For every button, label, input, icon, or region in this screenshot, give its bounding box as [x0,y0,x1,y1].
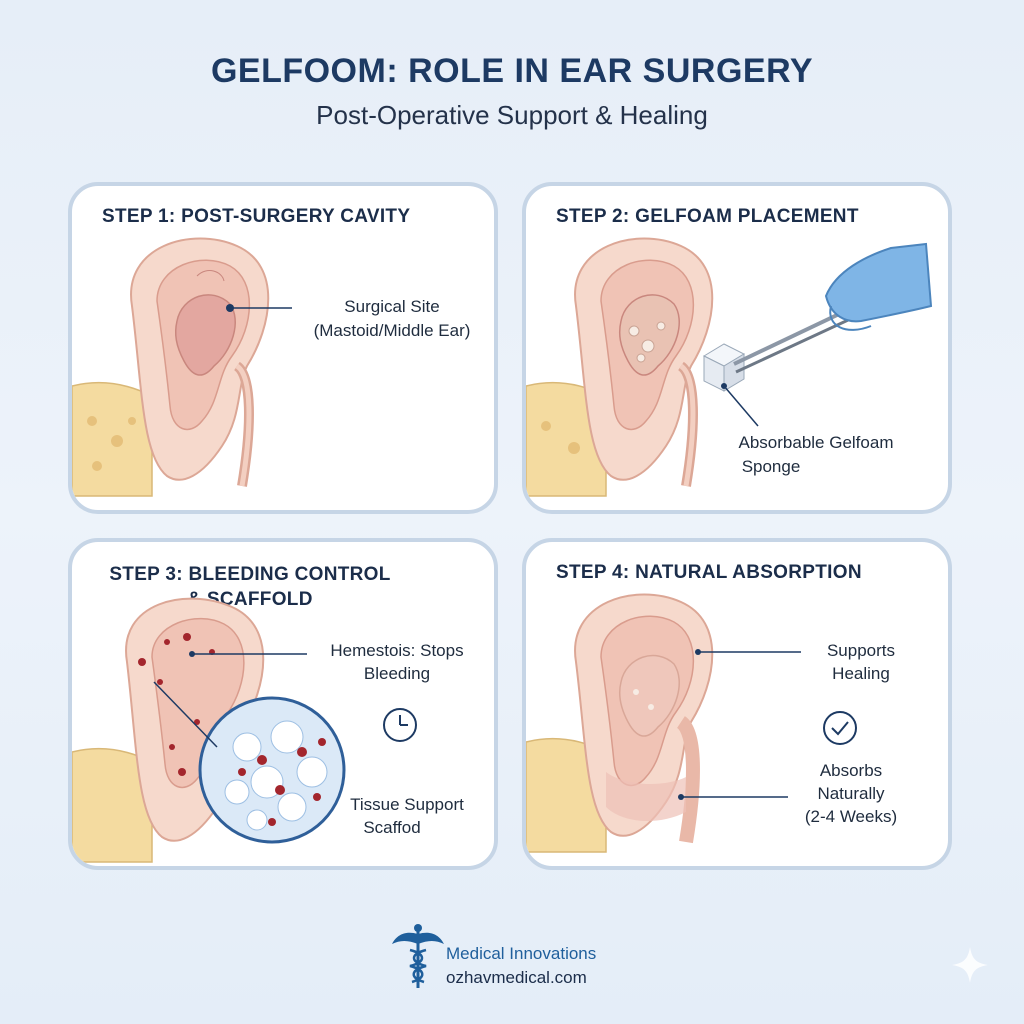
gloved-hand [824,242,933,323]
step-2-panel: STEP 2: GELFOAM PLACEMENT Absorbable Gel… [522,182,952,514]
label-absorbs: Absorbs [819,761,883,780]
healing-tissue [618,654,680,737]
gelfoam-sponge-cube [702,343,746,392]
caduceus-icon [392,924,444,988]
check-circle-icon [823,711,857,745]
step-2-title: STEP 2: GELFOAM PLACEMENT [556,206,859,227]
step-1-ear-illustration [72,237,292,497]
pointer-line [723,385,759,427]
step-1-panel: STEP 1: POST-SURGERY CAVITY Surgical Sit… [68,182,498,514]
label-duration: (2-4 Weeks) [804,807,898,826]
step-4-ear-illustration [526,593,801,853]
step-1-title: STEP 1: POST-SURGERY CAVITY [102,206,411,227]
label-tissue-support: Tissue Support [350,795,464,814]
step-4-title: STEP 4: NATURAL ABSORPTION [556,562,862,583]
step-3-title-line-1: STEP 3: BLEEDING CONTROL [109,564,391,585]
label-sponge: Sponge [741,457,801,476]
step-3-ear-illustration [72,597,346,863]
step-3-panel: STEP 3: BLEEDING CONTROL & SCAFFOLD Heme… [68,538,498,870]
label-scaffold: Scaffod [363,818,421,837]
magnified-scaffold-view [198,696,346,844]
label-bleeding: Bleeding [363,664,431,683]
gelfoam-filled-cavity [618,294,680,376]
clock-icon [383,708,417,742]
footer-organization: Medical Innovations [446,944,597,963]
step-2-ear-illustration [526,237,933,497]
label-surgical-site: Surgical Site [344,297,440,316]
footer-website: ozhavmedical.com [446,968,587,987]
step-4-panel: STEP 4: NATURAL ABSORPTION Supports Heal… [522,538,952,870]
footer-brand: Medical Innovations ozhavmedical.com [390,922,650,992]
label-mastoid-middle-ear: (Mastoid/Middle Ear) [313,321,471,340]
label-supports: Supports [826,641,896,660]
surgical-cavity [174,294,236,376]
sparkle-icon [952,947,988,983]
label-absorbable-gelfoam: Absorbable Gelfoam [738,433,894,452]
page-subtitle: Post-Operative Support & Healing [316,100,708,130]
label-healing: Healing [832,664,890,683]
label-naturally: Naturally [817,784,885,803]
page-title: GELFOOM: ROLE IN EAR SURGERY [210,52,814,90]
label-hemostasis: Hemestois: Stops [330,641,464,660]
